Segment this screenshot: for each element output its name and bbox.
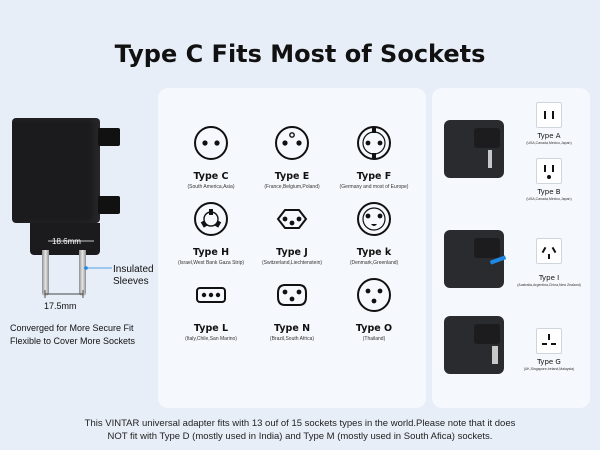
insulated-pointer bbox=[84, 266, 112, 270]
plug-pin-left bbox=[42, 250, 49, 296]
outlet-regions: (UK,Singapore,Ireland,Malaysia) bbox=[523, 367, 575, 371]
caption-line-2: Flexible to Cover More Sockets bbox=[10, 336, 136, 346]
type-a-outlet-icon bbox=[536, 102, 562, 128]
socket-type-j: Type J (Switzerland,Liechtenstein) bbox=[252, 201, 332, 266]
adapter-outlets-panel: Type A (USA,Canada,Mexico,Japan) Type B … bbox=[432, 88, 590, 408]
spacing-dimension-line bbox=[44, 290, 84, 298]
plug-illustration: 18.6mm 17.5mm Insulated Sleeves Converge… bbox=[0, 100, 160, 360]
socket-type-o: Type O (Thailand) bbox=[334, 277, 414, 342]
type-f-socket-icon bbox=[357, 126, 391, 160]
outlet-regions: (USA,Canada,Mexico,Japan) bbox=[526, 197, 572, 201]
type-i-outlet-icon bbox=[536, 238, 562, 264]
socket-type-c: Type C (South America,Asia) bbox=[171, 125, 251, 190]
type-c-socket-icon bbox=[194, 126, 228, 160]
type-h-socket-icon bbox=[194, 202, 228, 236]
socket-type-e: Type E (France,Belgium,Poland) bbox=[252, 125, 332, 190]
outlet-regions: (Australia,Argentina,China,New Zealand) bbox=[517, 283, 581, 287]
plug-pin-right bbox=[79, 250, 86, 296]
type-e-socket-icon bbox=[275, 126, 309, 160]
socket-type-k: Type k (Denmark,Greenland) bbox=[334, 201, 414, 266]
adapter-body bbox=[12, 118, 100, 223]
type-j-socket-icon bbox=[276, 209, 308, 229]
width-dimension-line bbox=[48, 240, 94, 242]
universal-adapter bbox=[444, 120, 504, 178]
type-k-socket-icon bbox=[357, 202, 391, 236]
socket-type-h: Type H (Israel,West Bank Gaza Strip) bbox=[171, 201, 251, 266]
plug-base bbox=[30, 223, 100, 255]
type-l-socket-icon bbox=[196, 287, 226, 303]
footer-note: This VINTAR universal adapter fits with … bbox=[30, 417, 570, 443]
socket-types-panel: Type C (South America,Asia) Type E (Fran… bbox=[158, 88, 426, 408]
type-b-outlet-icon bbox=[536, 158, 562, 184]
outlet-name: Type B bbox=[537, 188, 561, 196]
width-label: 18.6mm bbox=[52, 237, 81, 246]
page-title: Type C Fits Most of Sockets bbox=[114, 40, 486, 68]
side-slider bbox=[98, 196, 120, 214]
outlet-name: Type A bbox=[537, 132, 561, 140]
type-g-outlet-icon bbox=[536, 328, 562, 354]
outlet-name: Type I bbox=[538, 274, 560, 282]
type-n-socket-icon bbox=[277, 284, 307, 306]
footer-line-2: NOT fit with Type D (mostly used in Indi… bbox=[107, 431, 493, 442]
socket-type-l: Type L (Italy,Chile,San Marino) bbox=[171, 277, 251, 342]
footer-line-1: This VINTAR universal adapter fits with … bbox=[84, 418, 516, 429]
spacing-label: 17.5mm bbox=[44, 301, 77, 311]
universal-adapter bbox=[444, 316, 504, 374]
type-o-socket-icon bbox=[357, 278, 391, 312]
universal-adapter bbox=[444, 230, 507, 288]
side-slider bbox=[98, 128, 120, 146]
outlet-name: Type G bbox=[537, 358, 561, 366]
socket-type-f: Type F (Germany and most of Europe) bbox=[334, 125, 414, 190]
outlet-regions: (USA,Canada,Mexico,Japan) bbox=[526, 141, 572, 145]
socket-type-n: Type N (Brazil,South Africa) bbox=[252, 277, 332, 342]
caption-line-1: Converged for More Secure Fit bbox=[10, 323, 134, 333]
insulated-sleeves-label: Insulated Sleeves bbox=[113, 264, 154, 287]
